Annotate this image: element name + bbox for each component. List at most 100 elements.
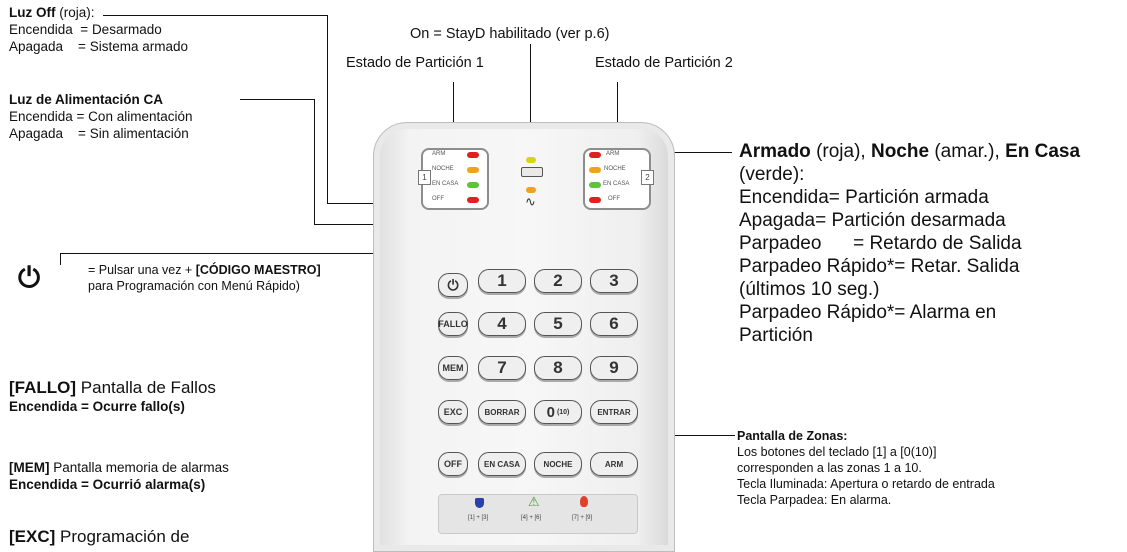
armado-desc: Armado (roja), Noche (amar.), En Casa (v… xyxy=(739,140,1124,347)
p1-off-led xyxy=(467,197,479,203)
luz-ca-line2: Apagada = Sin alimentación xyxy=(9,126,189,141)
panic-label-3: [7] + [9] xyxy=(572,515,593,521)
luz-off-line2: Apagada = Sistema armado xyxy=(9,39,188,54)
p2-off-label: OFF xyxy=(608,196,620,202)
house-2-icon: 2 xyxy=(641,170,654,185)
fallo-desc-text: Pantalla de Fallos xyxy=(76,378,216,397)
p2-encasa-led xyxy=(589,182,601,188)
armado-line: Parpadeo Rápido*= Alarma en xyxy=(739,302,997,323)
p1-noche-led xyxy=(467,167,479,173)
armado-line: Apagada= Partición desarmada xyxy=(739,210,1006,231)
key-1[interactable]: 1 xyxy=(478,269,526,293)
noche-word: Noche xyxy=(870,141,930,162)
luz-off-title: Luz Off xyxy=(9,5,56,20)
p2-noche-led xyxy=(589,167,601,173)
mem-desc: [MEM] Pantalla memoria de alarmas Encend… xyxy=(9,459,229,493)
p2-arm-label: ARM xyxy=(606,151,620,157)
luz-off-line1: Encendida = Desarmado xyxy=(9,22,162,37)
key-3[interactable]: 3 xyxy=(590,269,638,293)
exc-desc-text: Programación de xyxy=(55,527,190,546)
exc-desc: [EXC] Programación de xyxy=(9,527,189,547)
house-1-icon: 1 xyxy=(418,170,431,185)
entrar-key[interactable]: ENTRAR xyxy=(590,400,638,424)
exc-key[interactable]: EXC xyxy=(438,400,468,424)
p2-encasa-label: EN CASA xyxy=(603,181,630,187)
power-note-code: [CÓDIGO MAESTRO] xyxy=(195,263,321,277)
key-5[interactable]: 5 xyxy=(534,312,582,336)
borrar-key[interactable]: BORRAR xyxy=(478,400,526,424)
zero-key-label: 0 xyxy=(546,403,555,421)
key-8[interactable]: 8 xyxy=(534,356,582,380)
zonas-line: Tecla Parpadea: En alarma. xyxy=(737,493,892,507)
medical-warning-icon: ⚠ xyxy=(528,494,540,509)
luz-ca-title: Luz de Alimentación CA xyxy=(9,92,164,107)
stayd-leader xyxy=(530,44,531,152)
key-9[interactable]: 9 xyxy=(590,356,638,380)
key-2[interactable]: 2 xyxy=(534,269,582,293)
luz-ca-desc: Luz de Alimentación CA Encendida = Con a… xyxy=(9,91,193,142)
luz-ca-leader xyxy=(240,99,315,100)
armado-word: Armado xyxy=(739,141,811,162)
armado-line: (últimos 10 seg.) xyxy=(739,279,880,300)
zero-key-sub: (10) xyxy=(556,408,570,416)
power-key[interactable]: ⏻ xyxy=(438,273,468,297)
ac-power-icon: ∿ xyxy=(525,194,536,209)
luz-off-leader xyxy=(103,15,328,16)
p2-noche-label: NOCHE xyxy=(604,166,626,172)
zonas-line: Tecla Iluminada: Apertura o retardo de e… xyxy=(737,477,995,491)
power-leader xyxy=(60,253,61,265)
power-icon: ⏻ xyxy=(18,262,41,293)
luz-off-desc: Luz Off (roja): Encendida = Desarmado Ap… xyxy=(9,4,188,55)
luz-off-title-suffix: (roja): xyxy=(55,5,95,20)
mem-desc-note: Encendida = Ocurrió alarma(s) xyxy=(9,477,206,492)
p1-encasa-label: EN CASA xyxy=(432,181,459,187)
exc-desc-key: [EXC] xyxy=(9,527,56,546)
p1-arm-led xyxy=(467,152,479,158)
luz-ca-line1: Encendida = Con alimentación xyxy=(9,109,193,124)
encasa-word: En Casa xyxy=(1005,141,1081,162)
key-4[interactable]: 4 xyxy=(478,312,526,336)
noche-sfx: (amar.), xyxy=(929,141,1006,162)
power-note-pre: = Pulsar una vez + xyxy=(88,263,196,277)
key-7[interactable]: 7 xyxy=(478,356,526,380)
particion1-label: Estado de Partición 1 xyxy=(346,55,484,71)
zero-key[interactable]: 0 (10) xyxy=(534,400,582,424)
en-casa-key[interactable]: EN CASA xyxy=(478,452,526,476)
arm-key[interactable]: ARM xyxy=(590,452,638,476)
armado-leader xyxy=(672,152,732,153)
armado-sfx: (roja), xyxy=(810,141,871,162)
panic-label-1: [1] + [3] xyxy=(468,515,489,521)
particion1-leader xyxy=(453,82,454,149)
mem-key[interactable]: MEM xyxy=(438,356,468,380)
p1-arm-label: ARM xyxy=(432,151,446,157)
fallo-desc-note: Encendida = Ocurre fallo(s) xyxy=(9,399,185,414)
zonas-line: Los botones del teclado [1] a [0(10)] xyxy=(737,445,937,459)
zonas-desc: Pantalla de Zonas: Los botones del tecla… xyxy=(737,428,995,508)
luz-off-leader xyxy=(327,15,328,204)
p1-off-label: OFF xyxy=(432,196,444,202)
particion2-label: Estado de Partición 2 xyxy=(595,55,733,71)
fallo-desc: [FALLO] Pantalla de Fallos Encendida = O… xyxy=(9,378,216,415)
power-note-post: para Programación con Menú Rápido) xyxy=(88,279,300,293)
mem-desc-text: Pantalla memoria de alarmas xyxy=(49,460,229,475)
armado-line: Partición xyxy=(739,325,813,346)
zonas-title: Pantalla de Zonas: xyxy=(737,429,848,443)
armado-line: Parpadeo Rápido*= Retar. Salida xyxy=(739,256,1020,277)
panic-strip xyxy=(438,494,638,534)
power-note: = Pulsar una vez + [CÓDIGO MAESTRO] para… xyxy=(88,262,338,294)
armado-line: Parpadeo = Retardo de Salida xyxy=(739,233,1022,254)
power-leader xyxy=(60,253,455,254)
zonas-line: corresponden a las zonas 1 a 10. xyxy=(737,461,922,475)
p2-arm-led xyxy=(589,152,601,158)
off-key[interactable]: OFF xyxy=(438,452,468,476)
mem-desc-key: [MEM] xyxy=(9,460,50,475)
stayd-led xyxy=(526,157,536,163)
key-6[interactable]: 6 xyxy=(590,312,638,336)
fallo-key[interactable]: FALLO xyxy=(438,312,468,336)
noche-key[interactable]: NOCHE xyxy=(534,452,582,476)
panic-label-2: [4] + [6] xyxy=(521,515,542,521)
p1-noche-label: NOCHE xyxy=(432,166,454,172)
power-key-icon: ⏻ xyxy=(447,276,459,293)
police-shield-icon xyxy=(475,498,484,508)
encasa-sfx: (verde): xyxy=(739,164,805,185)
